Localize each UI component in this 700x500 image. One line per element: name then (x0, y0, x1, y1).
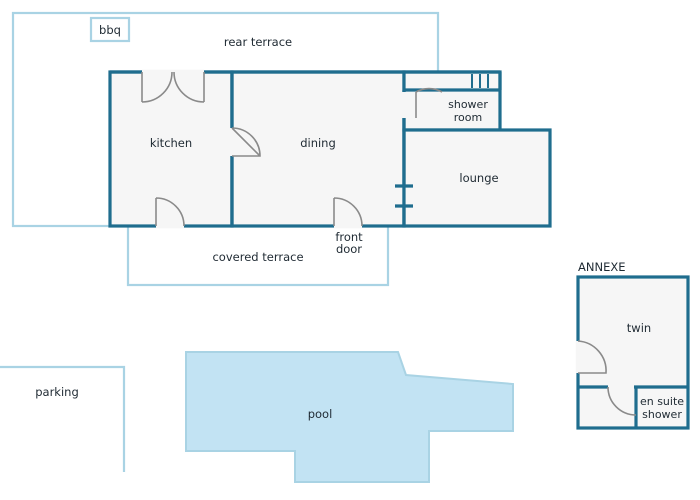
kitchen-rear-door-right (173, 71, 205, 103)
annexe-building (576, 275, 690, 430)
parking-label: parking (35, 385, 79, 399)
front-door-label-line2: door (336, 242, 362, 256)
annexe-heading: ANNEXE (578, 260, 625, 274)
twin-label: twin (627, 321, 651, 335)
shower-room-label-line1: shower (448, 98, 488, 111)
pool-label: pool (308, 407, 333, 421)
kitchen-dining-door (231, 127, 261, 157)
kitchen-room (108, 70, 234, 228)
en-suite-label-line1: en suite (640, 395, 684, 408)
dining-label: dining (300, 136, 336, 150)
parking-area (0, 365, 126, 472)
annexe-door-leaf (577, 340, 607, 374)
bbq-box (89, 16, 131, 43)
covered-terrace-label: covered terrace (212, 250, 303, 264)
lounge-label: lounge (459, 171, 498, 185)
dining-room (230, 70, 406, 228)
kitchen-label: kitchen (150, 136, 192, 150)
kitchen-rear-door-left (141, 71, 173, 103)
front-door-leaf (333, 197, 363, 227)
en-suite-label-line2: shower (642, 408, 682, 421)
shower-room-label-line2: room (454, 111, 482, 124)
front-door-label-line1: front (335, 230, 363, 244)
kitchen-front-door (155, 197, 185, 227)
shower-door-leaf (415, 87, 443, 118)
rear-terrace-label: rear terrace (224, 35, 292, 49)
ensuite-door-leaf (607, 386, 637, 416)
pool-shape (185, 351, 514, 483)
bbq-label: bbq (99, 23, 121, 37)
